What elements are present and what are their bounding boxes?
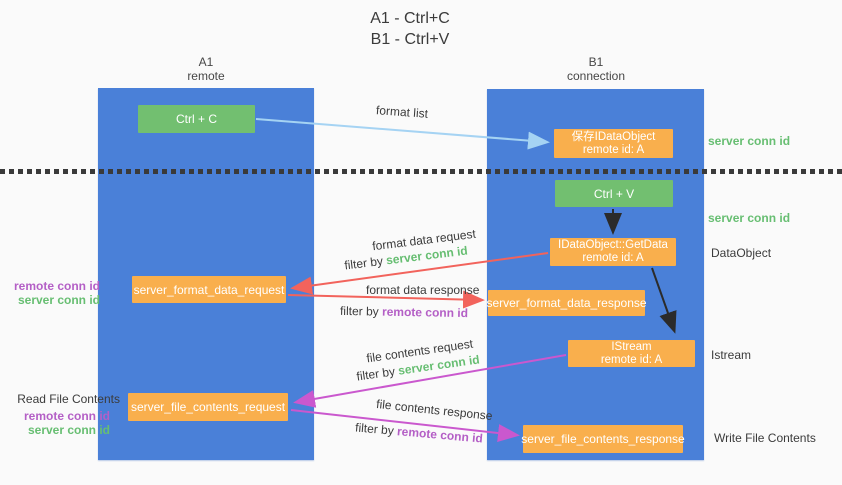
save-idataobject-label: 保存IDataObject <box>571 130 656 143</box>
idataobject-getdata-node: IDataObject::GetData remote id: A <box>550 238 676 266</box>
machine-boundary-dotted-line <box>0 169 842 174</box>
server-file-contents-response-node: server_file_contents_response <box>521 425 685 453</box>
server-conn-id-side-label-2: server conn id <box>708 211 790 225</box>
ctrl-v-node: Ctrl + V <box>555 180 673 207</box>
column-b1-name: B1 <box>588 55 604 69</box>
istream-side-label: Istream <box>711 348 751 362</box>
column-header-b1: B1 connection <box>546 55 646 83</box>
dataobject-side-label: DataObject <box>711 246 771 260</box>
column-a1-subtitle: remote <box>187 69 225 83</box>
title-line-ctrl-c: A1 - Ctrl+C <box>370 10 450 27</box>
save-idataobject-remote-id: remote id: A <box>582 143 645 156</box>
filter-by-remote-conn-id-label-1: filter by remote conn id <box>340 304 468 320</box>
dataobject-text: DataObject <box>711 246 772 260</box>
getdata-to-istream-arrow <box>651 267 677 334</box>
ctrl-c-node: Ctrl + C <box>138 105 255 133</box>
server-format-data-request-label: server_format_data_request <box>133 282 285 297</box>
file-contents-request-arrow <box>293 354 567 408</box>
format-data-response-arrow <box>287 290 485 309</box>
istream-node: IStream remote id: A <box>568 340 695 367</box>
server-conn-id-side-label-1: server conn id <box>708 134 790 148</box>
server-conn-id-text: server conn id <box>17 293 100 307</box>
format-data-response-text: format data response <box>366 283 480 297</box>
server-file-contents-request-node: server_file_contents_request <box>128 393 288 421</box>
remote-conn-id-text: remote conn id <box>13 279 100 293</box>
ctrl-v-label: Ctrl + V <box>593 186 635 201</box>
server-conn-id-text: server conn id <box>708 134 791 148</box>
ctrl-c-label: Ctrl + C <box>175 112 217 126</box>
title-line-ctrl-v: B1 - Ctrl+V <box>370 31 450 48</box>
column-a1-name: A1 <box>198 55 214 69</box>
format-list-arrow <box>255 118 550 150</box>
format-data-response-label: format data response <box>366 283 479 297</box>
column-b1-subtitle: connection <box>566 69 626 83</box>
istream-remote-id: remote id: A <box>600 353 663 366</box>
save-idataobject-node: 保存IDataObject remote id: A <box>554 129 673 158</box>
write-file-contents-side-label: Write File Contents <box>714 431 816 445</box>
file-contents-response-arrow <box>290 409 520 442</box>
server-conn-id-text: server conn id <box>27 423 110 437</box>
server-file-contents-response-label: server_file_contents_response <box>521 432 685 446</box>
diagram-title: A1 - Ctrl+C B1 - Ctrl+V <box>310 8 510 50</box>
getdata-remote-id: remote id: A <box>582 252 644 264</box>
server-format-data-response-node: server_format_data_response <box>486 290 647 316</box>
filter-by-text: filter by <box>339 303 379 319</box>
server-file-contents-request-label: server_file_contents_request <box>130 400 286 414</box>
remote-conn-id-term: remote conn id <box>381 304 469 321</box>
istream-label: IStream <box>611 340 652 353</box>
remote-conn-id-text: remote conn id <box>23 409 110 423</box>
read-file-contents-side-label: Read File Contents <box>0 392 120 406</box>
istream-text: Istream <box>711 348 752 362</box>
conn-id-side-labels-file: remote conn id server conn id <box>0 409 110 437</box>
conn-id-side-labels-format: remote conn id server conn id <box>0 279 100 307</box>
getdata-label: IDataObject::GetData <box>558 239 668 251</box>
write-file-contents-text: Write File Contents <box>714 431 816 445</box>
server-conn-id-text: server conn id <box>708 211 791 225</box>
server-format-data-request-node: server_format_data_request <box>132 276 286 303</box>
column-header-a1: A1 remote <box>156 55 256 83</box>
server-format-data-response-label: server_format_data_response <box>486 296 647 310</box>
format-data-request-arrow <box>290 252 549 295</box>
read-file-contents-text: Read File Contents <box>17 392 120 406</box>
